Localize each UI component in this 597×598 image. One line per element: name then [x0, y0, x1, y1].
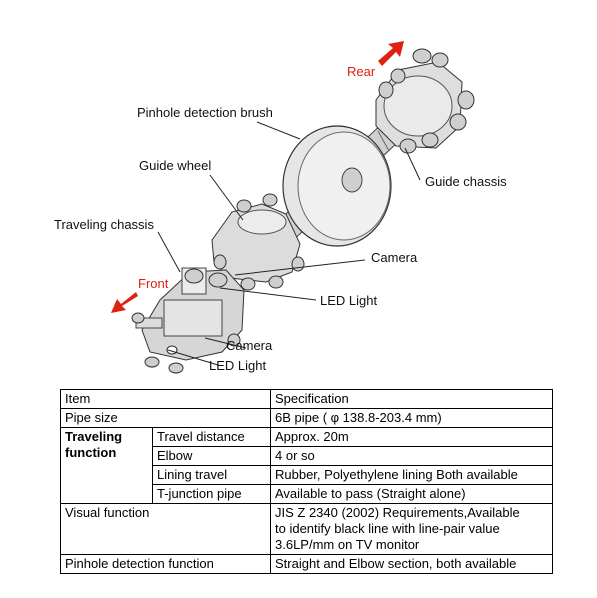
label-rear: Rear — [347, 64, 376, 79]
traveling-function-group: Traveling function — [60, 427, 153, 504]
header-item: Item — [60, 389, 271, 409]
header-spec: Specification — [270, 389, 553, 409]
front-arrow-icon — [111, 292, 138, 313]
visual-spec-line-1: JIS Z 2340 (2002) Requirements,Available — [275, 505, 520, 520]
visual-spec-line-3: 3.6LP/mm on TV monitor — [275, 537, 420, 552]
label-front: Front — [138, 276, 169, 291]
label-camera-lower: Camera — [226, 338, 273, 353]
t-junction-spec: Available to pass (Straight alone) — [270, 484, 553, 504]
travel-distance-item: Travel distance — [152, 427, 271, 447]
lining-travel-spec: Rubber, Polyethylene lining Both availab… — [270, 465, 553, 485]
elbow-item: Elbow — [152, 446, 271, 466]
table-header-row: Item Specification — [60, 389, 553, 409]
table-row: Pipe size 6B pipe ( φ 138.8-203.4 mm) — [60, 408, 553, 428]
pipe-size-spec: 6B pipe ( φ 138.8-203.4 mm) — [270, 408, 553, 428]
lining-travel-item: Lining travel — [152, 465, 271, 485]
leader-lines — [157, 121, 421, 366]
label-camera-upper: Camera — [371, 250, 418, 265]
table-row: Visual function JIS Z 2340 (2002) Requir… — [60, 503, 553, 555]
guide-chassis — [375, 48, 475, 154]
pinhole-function-spec: Straight and Elbow section, both availab… — [270, 554, 553, 574]
table-row: Traveling function Travel distance Appro… — [60, 427, 553, 504]
label-guide-chassis: Guide chassis — [425, 174, 507, 189]
t-junction-item: T-junction pipe — [152, 484, 271, 504]
table-row: Lining travel Rubber, Polyethylene linin… — [61, 465, 553, 485]
label-pinhole-brush: Pinhole detection brush — [137, 105, 273, 120]
robot-diagram: Rear Front Pinhole detection brush Guide… — [54, 41, 507, 374]
table-row: T-junction pipe Available to pass (Strai… — [61, 484, 553, 504]
table-row: Elbow 4 or so — [61, 446, 553, 466]
pinhole-function-item: Pinhole detection function — [60, 554, 271, 574]
pipe-size-item: Pipe size — [60, 408, 271, 428]
elbow-spec: 4 or so — [270, 446, 553, 466]
table-row: Pinhole detection function Straight and … — [60, 554, 553, 574]
spec-table: Item Specification Pipe size 6B pipe ( φ… — [60, 389, 553, 574]
label-led-upper: LED Light — [320, 293, 377, 308]
visual-function-item: Visual function — [60, 503, 271, 555]
label-traveling-chassis: Traveling chassis — [54, 217, 154, 232]
pinhole-brush-disc — [282, 125, 392, 247]
guide-wheel-unit — [211, 193, 305, 291]
travel-distance-spec: Approx. 20m — [270, 427, 553, 447]
label-led-lower: LED Light — [209, 358, 266, 373]
traveling-chassis — [131, 267, 245, 374]
label-guide-wheel: Guide wheel — [139, 158, 211, 173]
visual-spec-line-2: to identify black line with line-pair va… — [275, 521, 500, 536]
rear-arrow-icon — [378, 41, 404, 66]
visual-function-spec: JIS Z 2340 (2002) Requirements,Available… — [270, 503, 553, 555]
